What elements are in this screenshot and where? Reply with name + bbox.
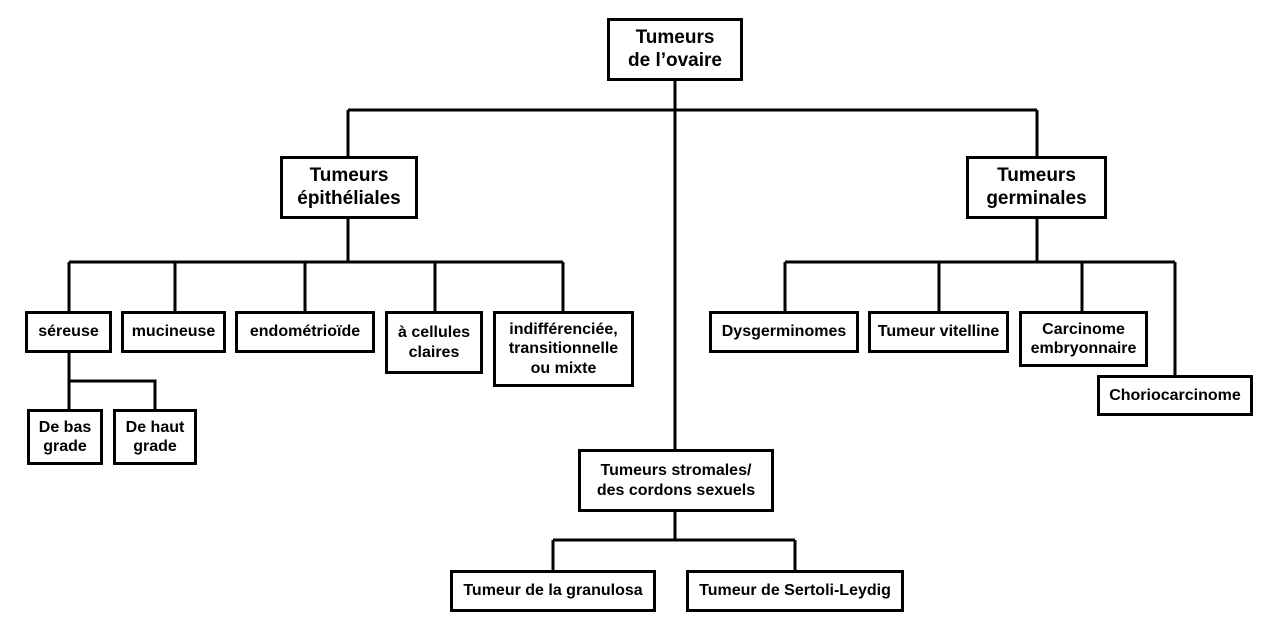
node-epithelial: Tumeurs épithéliales <box>280 156 418 219</box>
node-dysgerminomes: Dysgerminomes <box>709 311 859 353</box>
node-sereuse: séreuse <box>25 311 112 353</box>
node-mucineuse: mucineuse <box>121 311 226 353</box>
connector-sereuse-bar <box>69 379 157 410</box>
node-root: Tumeurs de l’ovaire <box>607 18 743 81</box>
node-choriocarcinome: Choriocarcinome <box>1097 375 1253 416</box>
node-carcinome-embryonnaire: Carcinome embryonnaire <box>1019 311 1148 367</box>
node-sertoli-leydig: Tumeur de Sertoli-Leydig <box>686 570 904 612</box>
node-cellules-claires: à cellules claires <box>385 311 483 374</box>
node-granulosa: Tumeur de la granulosa <box>450 570 656 612</box>
node-bas-grade: De bas grade <box>27 409 103 465</box>
node-stromal: Tumeurs stromales/ des cordons sexuels <box>578 449 774 512</box>
node-germinal: Tumeurs germinales <box>966 156 1107 219</box>
node-indifferenciee: indifférenciée, transitionnelle ou mixte <box>493 311 634 387</box>
node-vitelline: Tumeur vitelline <box>868 311 1009 353</box>
node-haut-grade: De haut grade <box>113 409 197 465</box>
node-endometrioide: endométrioïde <box>235 311 375 353</box>
